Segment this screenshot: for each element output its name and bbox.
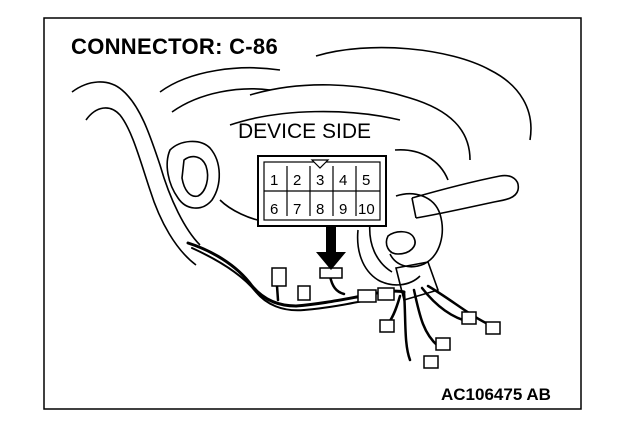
pin-5: 5 xyxy=(362,172,370,189)
harness-connectors xyxy=(271,267,501,369)
connector-c86-face: 1 2 3 4 5 6 7 8 9 10 xyxy=(257,155,387,227)
pin-1: 1 xyxy=(270,172,278,189)
pin-4: 4 xyxy=(339,172,347,189)
figure-border xyxy=(43,17,582,410)
pin-8: 8 xyxy=(316,201,324,218)
figure-id: AC106475 AB xyxy=(441,385,551,404)
pin-7: 7 xyxy=(293,201,301,218)
pin-3: 3 xyxy=(316,172,324,189)
pin-2: 2 xyxy=(293,172,301,189)
connector-title: CONNECTOR: C-86 xyxy=(71,34,279,59)
pin-9: 9 xyxy=(339,201,347,218)
pin-10: 10 xyxy=(358,201,375,218)
pin-6: 6 xyxy=(270,201,278,218)
location-arrow xyxy=(316,226,346,270)
connector-latch xyxy=(310,159,330,169)
device-side-label: DEVICE SIDE xyxy=(238,120,372,143)
